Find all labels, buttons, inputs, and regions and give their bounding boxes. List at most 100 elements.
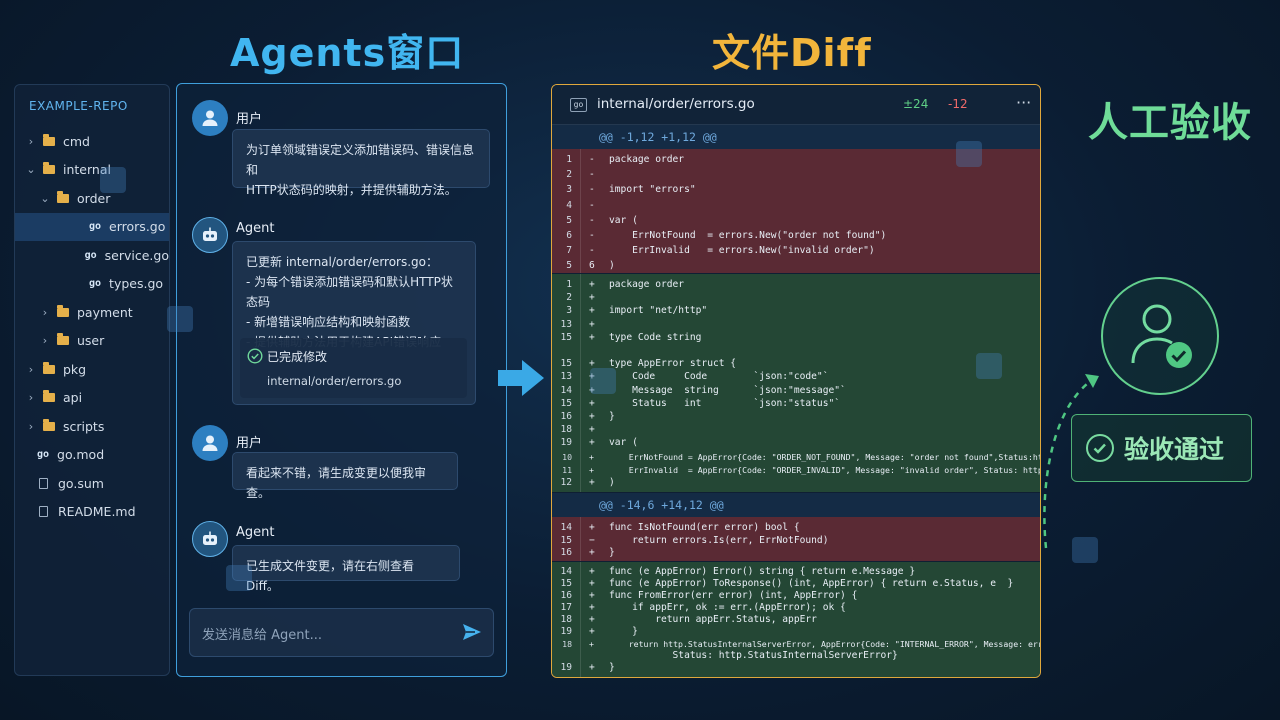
- user-avatar: [192, 100, 228, 136]
- code-text: ): [609, 477, 615, 488]
- diff-line: 1+package order: [552, 278, 1040, 292]
- send-icon[interactable]: [460, 620, 484, 644]
- folder-icon: [43, 361, 55, 374]
- diff-sign: +: [589, 626, 595, 637]
- diff-line: 18+ return http.StatusInternalServerErro…: [552, 637, 1040, 651]
- message-input[interactable]: 发送消息给 Agent...: [189, 608, 494, 657]
- diff-sign: +: [589, 614, 595, 625]
- tree-item[interactable]: ›cmd: [15, 127, 169, 156]
- line-number: 7: [566, 245, 572, 257]
- tree-item[interactable]: › scripts: [15, 412, 169, 441]
- diff-line: [552, 344, 1040, 358]
- chevron-right-icon[interactable]: ›: [28, 419, 34, 433]
- done-label: 已完成修改: [267, 350, 328, 364]
- diff-line: 5-var (: [552, 214, 1040, 228]
- line-number: 15: [560, 331, 572, 343]
- additions-count: ±24: [903, 97, 929, 111]
- tree-item[interactable]: README.md: [15, 498, 169, 527]
- code-text: package order: [609, 279, 685, 290]
- diff-sign: -: [589, 199, 595, 211]
- deleted-block: 14+func IsNotFound(err error) bool {15− …: [552, 517, 1040, 561]
- line-number: 11: [562, 464, 572, 475]
- code-text: }: [609, 411, 615, 422]
- chevron-right-icon[interactable]: ›: [28, 391, 34, 405]
- diff-line: 17+ if appErr, ok := err.(AppError); ok …: [552, 601, 1040, 615]
- chevron-down-icon[interactable]: ⌄: [40, 191, 50, 205]
- line-number: 14: [560, 384, 572, 396]
- tree-item[interactable]: go errors.go: [15, 212, 169, 241]
- line-number: 6: [566, 230, 572, 241]
- user-name-label: 用户: [236, 436, 263, 451]
- line-number: 1: [566, 154, 572, 165]
- code-text: ErrNotFound = errors.New("order not foun…: [609, 230, 887, 241]
- folder-icon: [43, 418, 55, 431]
- message-line: - 新增错误响应结构和映射函数: [246, 315, 411, 329]
- hunk-header: @@ -1,12 +1,12 @@: [552, 125, 1040, 149]
- added-block: 14+func (e AppError) Error() string { re…: [552, 562, 1040, 677]
- line-number: 15: [560, 534, 572, 546]
- diff-sign: -: [589, 214, 595, 226]
- diff-line: 19+var (: [552, 436, 1040, 450]
- diff-line: 11+ ErrInvalid = AppError{Code: "ORDER_I…: [552, 463, 1040, 477]
- message-line: - 为每个错误添加错误码和默认HTTP状态码: [246, 275, 453, 309]
- go-file-icon: go: [89, 221, 102, 233]
- tree-item[interactable]: ⌄internal: [15, 156, 169, 185]
- diff-sign: +: [589, 331, 595, 343]
- tree-item[interactable]: ›api: [15, 384, 169, 413]
- folder-icon: [43, 162, 55, 175]
- go-file-icon: go: [89, 278, 102, 290]
- code-text: func IsNotFound(err error) bool {: [609, 522, 800, 533]
- tree-item[interactable]: ›pkg: [15, 355, 169, 384]
- tree-item[interactable]: › payment: [15, 298, 169, 327]
- line-number: 2: [566, 292, 572, 304]
- acceptance-passed-button[interactable]: 验收通过: [1071, 414, 1252, 482]
- tree-item-label: errors.go: [109, 219, 166, 235]
- diff-line: 18+ return appErr.Status, appErr: [552, 613, 1040, 627]
- chevron-right-icon[interactable]: ›: [42, 305, 48, 319]
- diff-sign: +: [589, 662, 595, 673]
- code-text: ErrNotFound = AppError{Code: "ORDER_NOT_…: [628, 451, 1041, 462]
- diff-sign: +: [589, 578, 595, 589]
- line-number: 16: [560, 590, 572, 601]
- user-icon: [202, 435, 218, 451]
- diff-sign: +: [589, 522, 595, 533]
- line-number: 10: [562, 451, 572, 462]
- code-text: Status int `json:"status"`: [609, 397, 841, 409]
- tree-item-label: payment: [77, 304, 133, 320]
- message-line: 为订单领域错误定义添加错误码、错误信息和: [246, 143, 475, 177]
- diff-sign: 6: [589, 260, 595, 272]
- chevron-right-icon[interactable]: ›: [28, 362, 34, 376]
- watermark-logo: [100, 167, 126, 193]
- line-number: 18: [560, 614, 572, 625]
- diff-line: 16+}: [552, 546, 1040, 560]
- diff-header: go internal/order/errors.go ±24 -12 ···: [552, 85, 1040, 125]
- tree-item-label: scripts: [63, 418, 105, 434]
- diff-sign: +: [589, 464, 594, 475]
- diff-file-path: internal/order/errors.go: [597, 96, 755, 112]
- diff-line: Status: http.StatusInternalServerError}: [552, 649, 1040, 663]
- more-options-icon[interactable]: ···: [1016, 93, 1032, 112]
- agent-avatar: [192, 521, 228, 557]
- chevron-right-icon[interactable]: ›: [28, 134, 34, 148]
- line-number: 3: [566, 305, 572, 317]
- tree-item[interactable]: go.sum: [15, 469, 169, 498]
- chevron-right-icon[interactable]: ›: [42, 334, 48, 348]
- diff-line: 12+): [552, 476, 1040, 490]
- diff-sign: -: [589, 245, 595, 257]
- check-circle-icon: [1086, 434, 1114, 462]
- file-diff-title: 文件Diff: [712, 31, 872, 75]
- chevron-down-icon[interactable]: ⌄: [26, 163, 36, 177]
- tree-item[interactable]: ›user: [15, 327, 169, 356]
- changes-complete-card[interactable]: 已完成修改 internal/order/errors.go: [240, 338, 467, 398]
- diff-sign: +: [589, 292, 595, 304]
- tree-item[interactable]: ⌄order: [15, 184, 169, 213]
- reviewer-badge: [1101, 277, 1219, 395]
- line-number: 19: [560, 662, 572, 673]
- code-text: func FromError(err error) (int, AppError…: [609, 590, 858, 601]
- diff-line: 15+ Status int `json:"status"`: [552, 397, 1040, 411]
